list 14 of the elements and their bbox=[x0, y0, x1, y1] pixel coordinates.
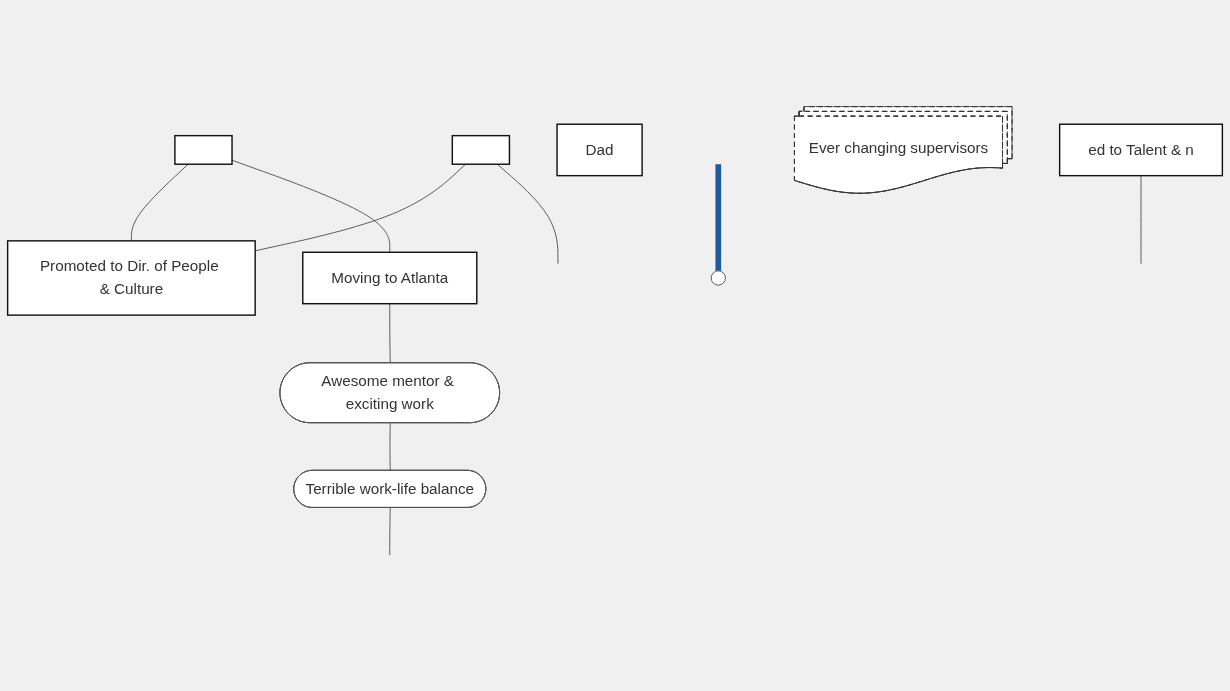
connector bbox=[1140, 175, 1142, 265]
node-box: Promoted to Dir. of People & Culture bbox=[6, 240, 256, 317]
node-box bbox=[174, 135, 233, 166]
connector bbox=[130, 164, 189, 242]
connector bbox=[389, 507, 391, 556]
node-box bbox=[451, 135, 511, 166]
connector bbox=[496, 164, 559, 265]
node-circle bbox=[710, 270, 726, 286]
connector bbox=[389, 303, 391, 365]
node-box: Moving to Atlanta bbox=[302, 251, 478, 305]
connector bbox=[389, 423, 391, 472]
connector bbox=[715, 164, 722, 272]
node-box: ed to Talent & n bbox=[1058, 123, 1224, 177]
node-box: Dad bbox=[556, 123, 643, 177]
